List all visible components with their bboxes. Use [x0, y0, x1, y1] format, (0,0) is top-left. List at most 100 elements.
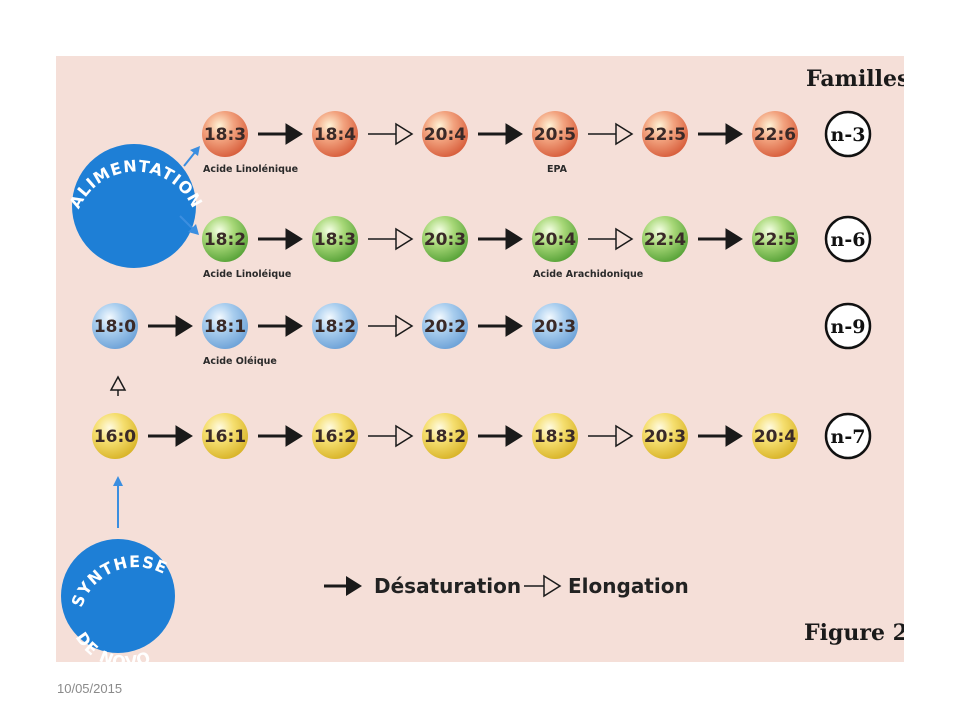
fatty-acid-node-label: 20:4 — [534, 230, 576, 250]
fatty-acid-node-label: 18:1 — [204, 317, 246, 337]
alimentation-to-n6-arrowhead — [188, 224, 199, 235]
arrow-elongation-head — [395, 424, 414, 448]
fatty-acid-node — [422, 111, 468, 157]
fatty-acid-node — [752, 111, 798, 157]
acid-name-label: Acide Linolénique — [203, 164, 298, 175]
arrow-desaturation-head — [175, 425, 193, 447]
fatty-acid-pathway-diagram: Familles ALIMENTATION SYNTHESE DE NOVO — [56, 56, 904, 662]
synthese-circle — [61, 539, 175, 653]
family-badge-label: n-7 — [831, 426, 866, 448]
arrow-desaturation-head — [725, 123, 743, 145]
legend-desaturation-arrowhead — [346, 576, 362, 596]
fatty-acid-node — [422, 413, 468, 459]
fatty-acid-node — [92, 303, 138, 349]
arrow-desaturation-head — [725, 425, 743, 447]
alimentation-source: ALIMENTATION — [65, 144, 206, 268]
family-badge-label: n-6 — [831, 229, 866, 251]
fatty-acid-node-label: 22:4 — [644, 230, 686, 250]
alimentation-to-n3-arrowhead — [190, 146, 200, 156]
legend-elongation-label: Elongation — [568, 574, 689, 598]
families-title: Familles — [806, 66, 904, 92]
fatty-acid-node-label: 18:3 — [534, 427, 576, 447]
fatty-acid-node-label: 20:4 — [754, 427, 796, 447]
fatty-acid-node-label: 18:0 — [94, 317, 136, 337]
diagram-canvas: Familles ALIMENTATION SYNTHESE DE NOVO — [61, 66, 904, 662]
fatty-acid-node — [202, 413, 248, 459]
family-badge — [824, 110, 872, 158]
family-badge-label: n-3 — [831, 124, 866, 146]
fatty-acid-node — [312, 413, 358, 459]
fatty-acid-node-label: 18:2 — [204, 230, 246, 250]
fatty-acid-node — [422, 303, 468, 349]
synthese-to-n7-arrowhead — [113, 476, 123, 486]
family-badge — [824, 412, 872, 460]
n7-to-n9-elongation-arrowhead — [109, 375, 127, 391]
arrow-elongation-head — [395, 314, 414, 338]
arrow-elongation-head — [615, 122, 634, 146]
figure-label: Figure 2 — [804, 620, 904, 646]
fatty-acid-node-label: 18:2 — [424, 427, 466, 447]
legend: Désaturation Elongation — [324, 574, 689, 598]
fatty-acid-node-label: 20:3 — [534, 317, 576, 337]
fatty-acid-node — [642, 413, 688, 459]
arrow-desaturation-head — [285, 228, 303, 250]
fatty-acid-node-label: 18:3 — [314, 230, 356, 250]
fatty-acid-node — [312, 111, 358, 157]
legend-desaturation-label: Désaturation — [374, 574, 521, 598]
arrow-desaturation-head — [505, 315, 523, 337]
slide-date: 10/05/2015 — [57, 681, 123, 696]
arrow-desaturation-head — [285, 123, 303, 145]
fatty-acid-node-label: 20:2 — [424, 317, 466, 337]
arrow-desaturation-head — [285, 315, 303, 337]
alimentation-to-n6-arrow — [179, 215, 195, 231]
family-badge — [824, 215, 872, 263]
fatty-acid-node — [202, 303, 248, 349]
arrow-desaturation-head — [505, 425, 523, 447]
fatty-acid-node-label: 18:3 — [204, 125, 246, 145]
arrow-desaturation-head — [175, 315, 193, 337]
fatty-acid-node — [202, 216, 248, 262]
fatty-acid-node-label: 18:2 — [314, 317, 356, 337]
fatty-acid-node-label: 18:4 — [314, 125, 356, 145]
alimentation-circle — [72, 144, 196, 268]
arrow-elongation-head — [615, 227, 634, 251]
fatty-acid-node — [532, 216, 578, 262]
fatty-acid-node — [312, 216, 358, 262]
fatty-acid-node — [642, 216, 688, 262]
arrow-elongation-head — [395, 122, 414, 146]
fatty-acid-node — [92, 413, 138, 459]
legend-elongation-arrowhead — [543, 574, 562, 598]
synthese-source: SYNTHESE DE NOVO — [61, 539, 175, 662]
arrow-elongation-head — [395, 227, 414, 251]
fatty-acid-node-label: 20:3 — [644, 427, 686, 447]
acid-name-label: Acide Arachidonique — [533, 269, 643, 280]
arrow-desaturation-head — [505, 228, 523, 250]
fatty-acid-node — [532, 303, 578, 349]
arrow-desaturation-head — [725, 228, 743, 250]
fatty-acid-node-label: 16:2 — [314, 427, 356, 447]
fatty-acid-node — [422, 216, 468, 262]
fatty-acid-node-label: 20:3 — [424, 230, 466, 250]
fatty-acid-node-label: 22:5 — [754, 230, 796, 250]
acid-name-label: Acide Linoléique — [203, 269, 291, 280]
fatty-acid-node — [752, 413, 798, 459]
family-badge — [824, 302, 872, 350]
fatty-acid-node-label: 16:1 — [204, 427, 246, 447]
arrow-desaturation-head — [285, 425, 303, 447]
acid-name-label: Acide Oléique — [203, 356, 277, 367]
fatty-acid-node-label: 16:0 — [94, 427, 136, 447]
fatty-acid-node — [642, 111, 688, 157]
fatty-acid-node-label: 20:4 — [424, 125, 466, 145]
fatty-acid-node-label: 22:5 — [644, 125, 686, 145]
fatty-acid-node — [532, 413, 578, 459]
fatty-acid-node-label: 20:5 — [534, 125, 576, 145]
arrow-elongation-head — [615, 424, 634, 448]
source-arrows — [109, 146, 200, 528]
alimentation-to-n3-arrow — [183, 150, 197, 167]
family-badge-label: n-9 — [831, 316, 866, 338]
fatty-acid-node-label: 22:6 — [754, 125, 796, 145]
